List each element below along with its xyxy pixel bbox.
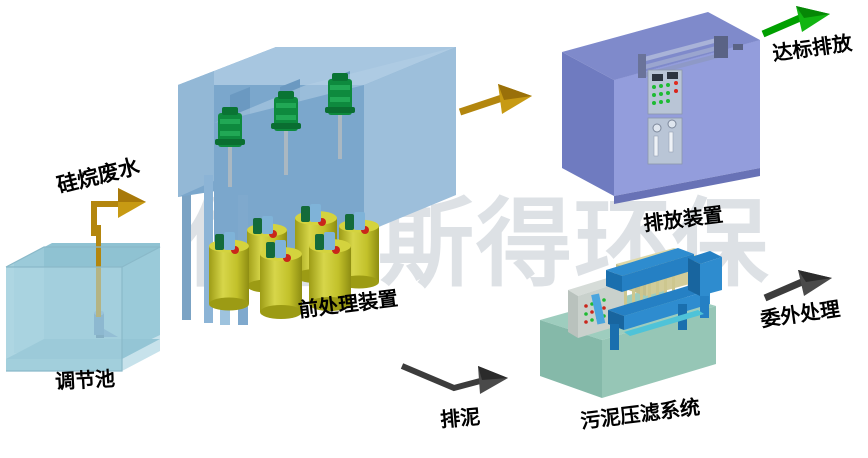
- indicator-light: [666, 91, 670, 95]
- indicator-light: [666, 99, 670, 103]
- indicator-light: [674, 89, 678, 93]
- indicator-light: [652, 93, 656, 97]
- outsourced-arrow: [763, 270, 832, 302]
- press-leg: [700, 296, 709, 318]
- indicator-light: [659, 92, 663, 96]
- base-front: [540, 320, 602, 398]
- mixer-motor[interactable]: [215, 107, 245, 187]
- dosing-tank[interactable]: [209, 232, 249, 311]
- discharge-unit: [562, 12, 760, 204]
- unit-top: [562, 12, 760, 80]
- tank-front-glass[interactable]: [6, 267, 122, 371]
- riser-pipe: [204, 175, 213, 323]
- press-leg: [610, 324, 619, 350]
- dosing-tank-group: [209, 204, 379, 319]
- mixer-motor[interactable]: [325, 73, 355, 159]
- sludge-filter-press: [540, 248, 722, 398]
- tank-front-left: [178, 71, 214, 197]
- indicator-light: [674, 81, 678, 85]
- indicator-light: [659, 84, 663, 88]
- indicator-light: [652, 101, 656, 105]
- panel-slot: [653, 135, 659, 157]
- indicator-light: [666, 83, 670, 87]
- discharge-chute: [624, 310, 704, 336]
- adjust-tank-label: 调节池: [54, 366, 116, 394]
- tank-right-face: [364, 47, 456, 233]
- dosing-tank[interactable]: [309, 232, 351, 311]
- indicator-light: [659, 100, 663, 104]
- unit-foot: [614, 168, 760, 204]
- sludge-arrow: [400, 363, 508, 394]
- standard-discharge-arrow: [761, 6, 830, 38]
- influent-arrow: [91, 188, 146, 236]
- panel-slot: [668, 131, 674, 153]
- base-right: [602, 306, 716, 398]
- adjust-tank: [5, 225, 161, 372]
- to-discharge-arrow: [458, 84, 532, 116]
- hydraulic-cylinder: [591, 293, 606, 325]
- unit-left-face: [562, 52, 614, 196]
- indicator-light: [652, 85, 656, 89]
- sludge-label: 排泥: [439, 404, 482, 432]
- press-frame[interactable]: [591, 248, 722, 350]
- control-panel[interactable]: [647, 69, 683, 165]
- panel-knob[interactable]: [652, 123, 662, 133]
- tank-right-glass: [122, 247, 160, 371]
- mixer-motor[interactable]: [271, 91, 301, 175]
- dosing-tank[interactable]: [260, 240, 302, 319]
- panel-knob[interactable]: [667, 119, 677, 129]
- support-column: [182, 190, 191, 320]
